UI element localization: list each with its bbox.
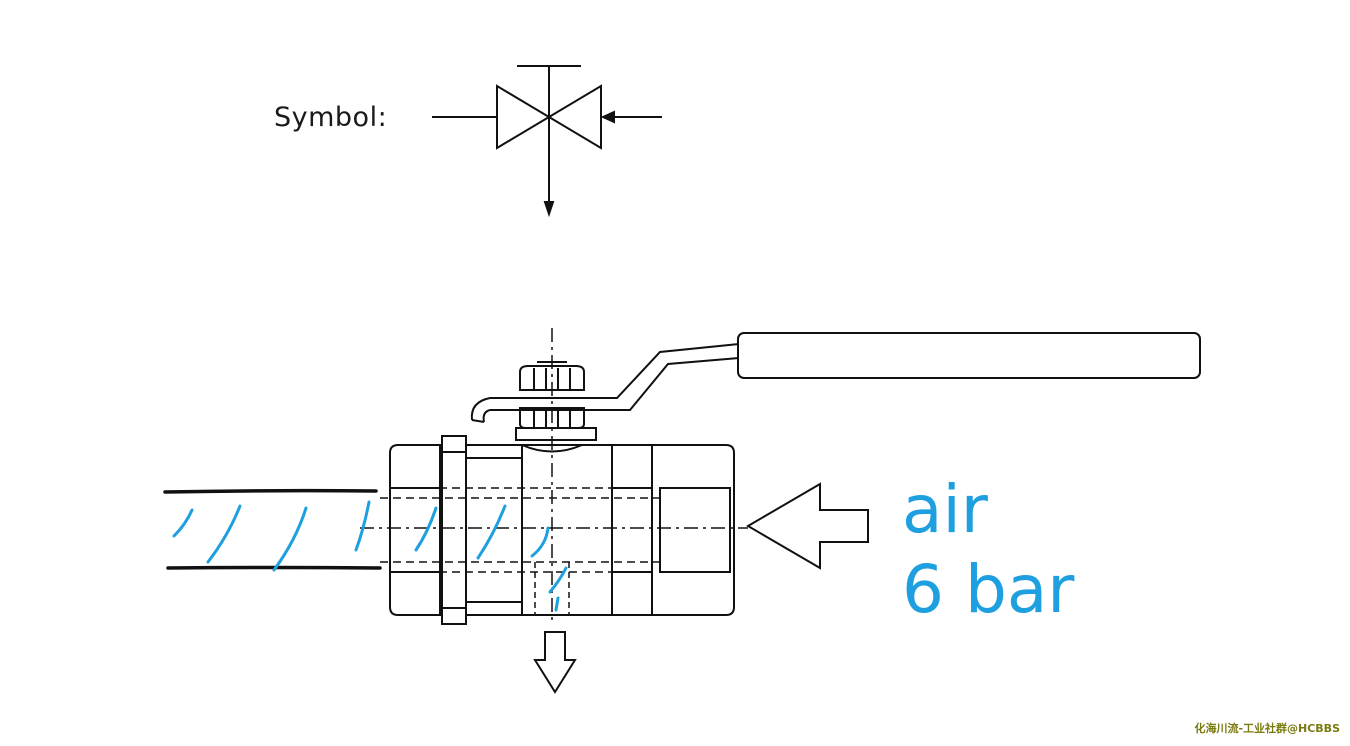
inlet-arrow [746, 482, 869, 570]
ball-valve [360, 328, 1201, 694]
air-flow-hatching [172, 500, 568, 612]
connected-pipe [163, 488, 382, 570]
valve-body [466, 444, 735, 616]
watermark: 化海川流-工业社群@HCBBS [1194, 720, 1340, 736]
valve-symbol [432, 65, 662, 218]
pressure-label: 6 bar [902, 551, 1075, 628]
lever-handle [470, 332, 1201, 423]
air-label: air [902, 471, 988, 548]
left-hex-end [389, 435, 467, 625]
internal-bore [380, 487, 660, 573]
outlet-arrow [533, 631, 577, 694]
stem-nut [515, 361, 597, 441]
symbol-label: Symbol: [274, 102, 388, 133]
air-pressure-annotation: air 6 bar [902, 470, 1074, 630]
